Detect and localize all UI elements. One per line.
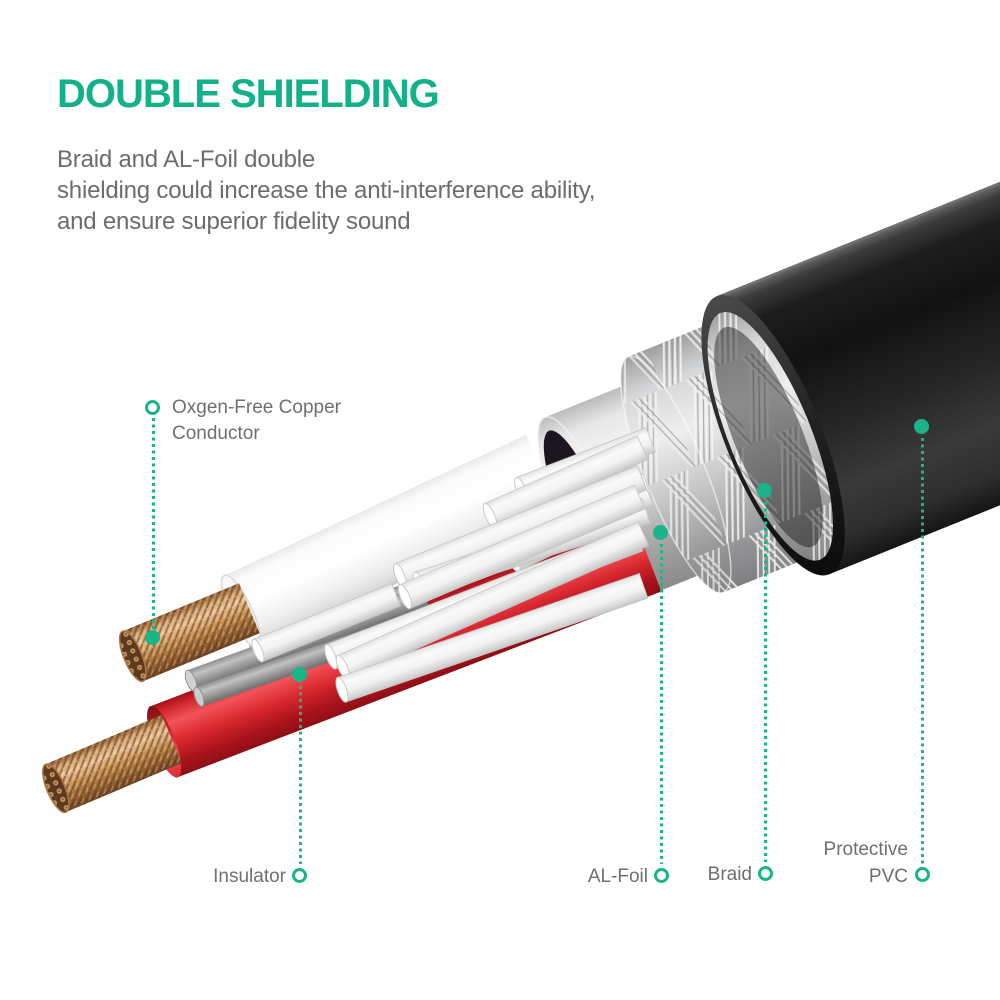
callout-dot-marker	[653, 525, 668, 540]
callout-ring-marker	[654, 868, 669, 883]
callout-ring-marker	[145, 400, 160, 415]
callout-dot-marker	[145, 630, 160, 645]
leader-line	[764, 502, 767, 862]
leader-line	[152, 418, 155, 630]
callout-label: Braid	[707, 864, 752, 885]
leader-line	[299, 686, 302, 864]
leader-line	[921, 438, 924, 864]
description-text: Braid and AL-Foil double shielding could…	[57, 144, 595, 237]
copper-conductor-white	[118, 583, 260, 683]
callout-ring-marker	[758, 866, 773, 881]
callout-label: Insulator	[213, 866, 286, 887]
description-line: Braid and AL-Foil double	[57, 146, 316, 173]
callout-ring-marker	[915, 867, 930, 882]
callout-dot-marker	[914, 419, 929, 434]
leader-line	[660, 544, 663, 864]
twisted-white-wires	[251, 427, 656, 703]
description-line: and ensure superior fidelity sound	[57, 208, 411, 235]
pvc-jacket	[701, 138, 1000, 576]
description-line: shielding could increase the anti-interf…	[57, 177, 596, 204]
callout-dot-marker	[292, 667, 307, 682]
callout-dot-marker	[757, 483, 772, 498]
page-title: DOUBLE SHIELDING	[57, 72, 440, 116]
callout-label: Protective PVC	[823, 839, 908, 887]
callout-label: AL-Foil	[587, 866, 648, 887]
copper-conductor-red	[41, 715, 182, 814]
callout-label: Oxgen-Free Copper Conductor	[172, 397, 341, 444]
callout-ring-marker	[292, 868, 307, 883]
